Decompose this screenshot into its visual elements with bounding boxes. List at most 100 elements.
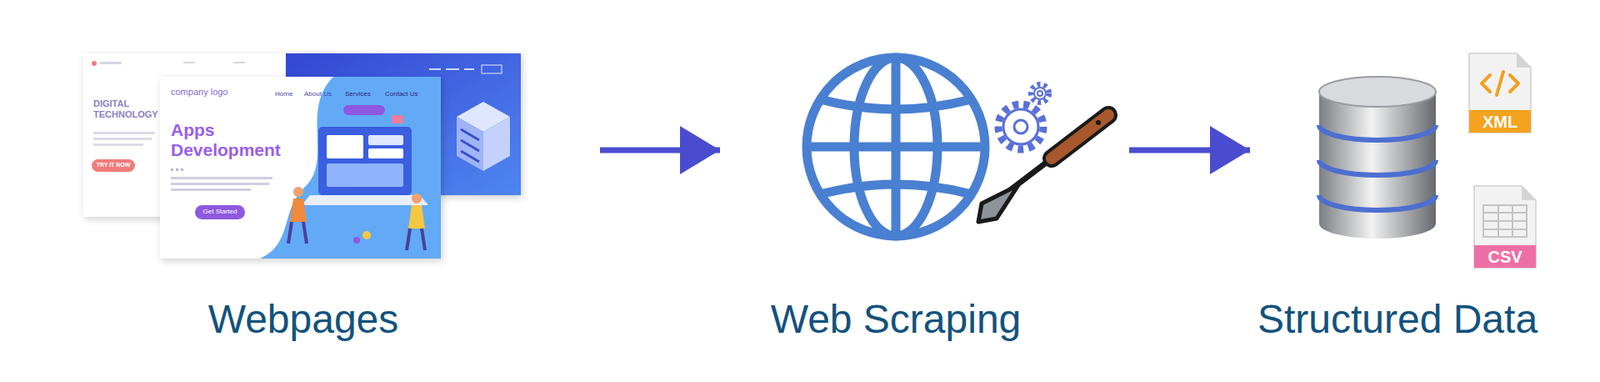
grid-line [1483, 228, 1527, 230]
csv-file-icon [1474, 185, 1536, 268]
gear-rim [1034, 87, 1046, 100]
nav-bar [445, 68, 460, 70]
db-band [1319, 160, 1436, 175]
server-slot [460, 150, 480, 162]
code-symbol [1481, 71, 1519, 95]
mockup-logo: company logo [170, 86, 229, 98]
grid-line [1483, 211, 1527, 214]
db-band [1319, 125, 1436, 140]
dot [180, 168, 184, 171]
pill-button [195, 205, 245, 220]
front-webpage [160, 76, 441, 259]
nav-bar [429, 68, 441, 70]
coin [353, 236, 360, 244]
mockup-title: Apps Development [170, 120, 292, 160]
person-legs [288, 221, 307, 244]
text-bar [93, 131, 155, 135]
globe-outline [806, 57, 985, 236]
pill-button [91, 159, 135, 172]
globe-parallel [823, 100, 969, 110]
screen-card [368, 148, 404, 159]
laptop-base [301, 195, 429, 205]
blue-blob [260, 76, 441, 259]
xml-file-icon [1469, 53, 1531, 133]
db-band [1319, 195, 1436, 210]
server-slot [460, 129, 480, 140]
gear-hub [1014, 120, 1028, 134]
floating-tag [343, 105, 385, 115]
nav-link: Home [275, 90, 293, 98]
nav-link: Contact Us [385, 90, 419, 98]
coin [362, 230, 371, 240]
logo-dot [91, 60, 97, 66]
stage-heading: Web Scraping [770, 295, 1022, 342]
flow-arrow [1129, 147, 1250, 154]
screen-card [326, 135, 364, 159]
floating-tag [391, 115, 404, 124]
nav-button [481, 65, 502, 74]
laptop-screen [318, 126, 412, 195]
server-side [483, 116, 510, 171]
grid-line [1497, 205, 1500, 237]
globe-equator [806, 142, 985, 152]
nav-bar [464, 68, 475, 70]
stage-heading: Webpages [208, 295, 400, 342]
text-bar [100, 61, 122, 65]
mockup-heading: DIGITAL TECHNOLOGY [93, 98, 170, 120]
database-icon [1319, 76, 1436, 239]
text-bar [170, 182, 270, 185]
person-body [290, 198, 307, 222]
db-bottom [1319, 208, 1436, 239]
gear-teeth [998, 104, 1044, 150]
dot [175, 168, 179, 171]
stage-webpages: Webpages [75, 45, 600, 355]
gear-hub [1037, 90, 1043, 96]
file-sheet [1469, 53, 1531, 133]
stage-web-scraping: Web Scraping [720, 45, 1130, 355]
db-top [1319, 76, 1436, 107]
text-bar [233, 61, 245, 64]
gear-rim [1003, 109, 1039, 145]
page-sheet [160, 76, 441, 259]
scraper-tool [978, 115, 1109, 222]
button-text: TRY IT NOW [91, 161, 135, 169]
flow-arrow [600, 147, 720, 154]
file-fold [1516, 53, 1531, 68]
server-side [456, 116, 484, 171]
person-head [411, 193, 422, 204]
nav-link: About Us [304, 90, 332, 98]
screen-card [326, 163, 404, 187]
file-band [1474, 245, 1536, 268]
text-bar [93, 143, 144, 146]
stage-structured-data: Structured Data [1250, 45, 1588, 355]
globe-parallel [823, 184, 969, 194]
file-band [1469, 110, 1531, 133]
grid-frame [1483, 205, 1527, 237]
text-bar [93, 137, 152, 140]
person-body [408, 205, 425, 229]
screen-card [368, 135, 404, 145]
db-body [1319, 91, 1436, 224]
button-text: Get Started [195, 207, 245, 215]
stage-heading: Structured Data [1257, 295, 1538, 342]
person-legs [406, 228, 425, 250]
handle-hole [1095, 120, 1101, 125]
grid-line [1483, 220, 1527, 222]
server-slot [460, 140, 480, 151]
file-sheet [1474, 185, 1536, 268]
globe-icon [806, 57, 985, 236]
person-head [293, 186, 304, 197]
nav-link: Services [345, 90, 371, 98]
text-bar [170, 176, 273, 180]
gear-teeth [1030, 84, 1050, 103]
file-type-label: XML [1469, 112, 1531, 132]
dot [170, 168, 174, 171]
grid-line [1511, 205, 1514, 237]
tool-blade [978, 185, 1019, 222]
handle-outline [1051, 115, 1109, 159]
file-fold [1521, 185, 1536, 200]
table-grid [1483, 205, 1527, 237]
gear-icon [998, 84, 1050, 150]
